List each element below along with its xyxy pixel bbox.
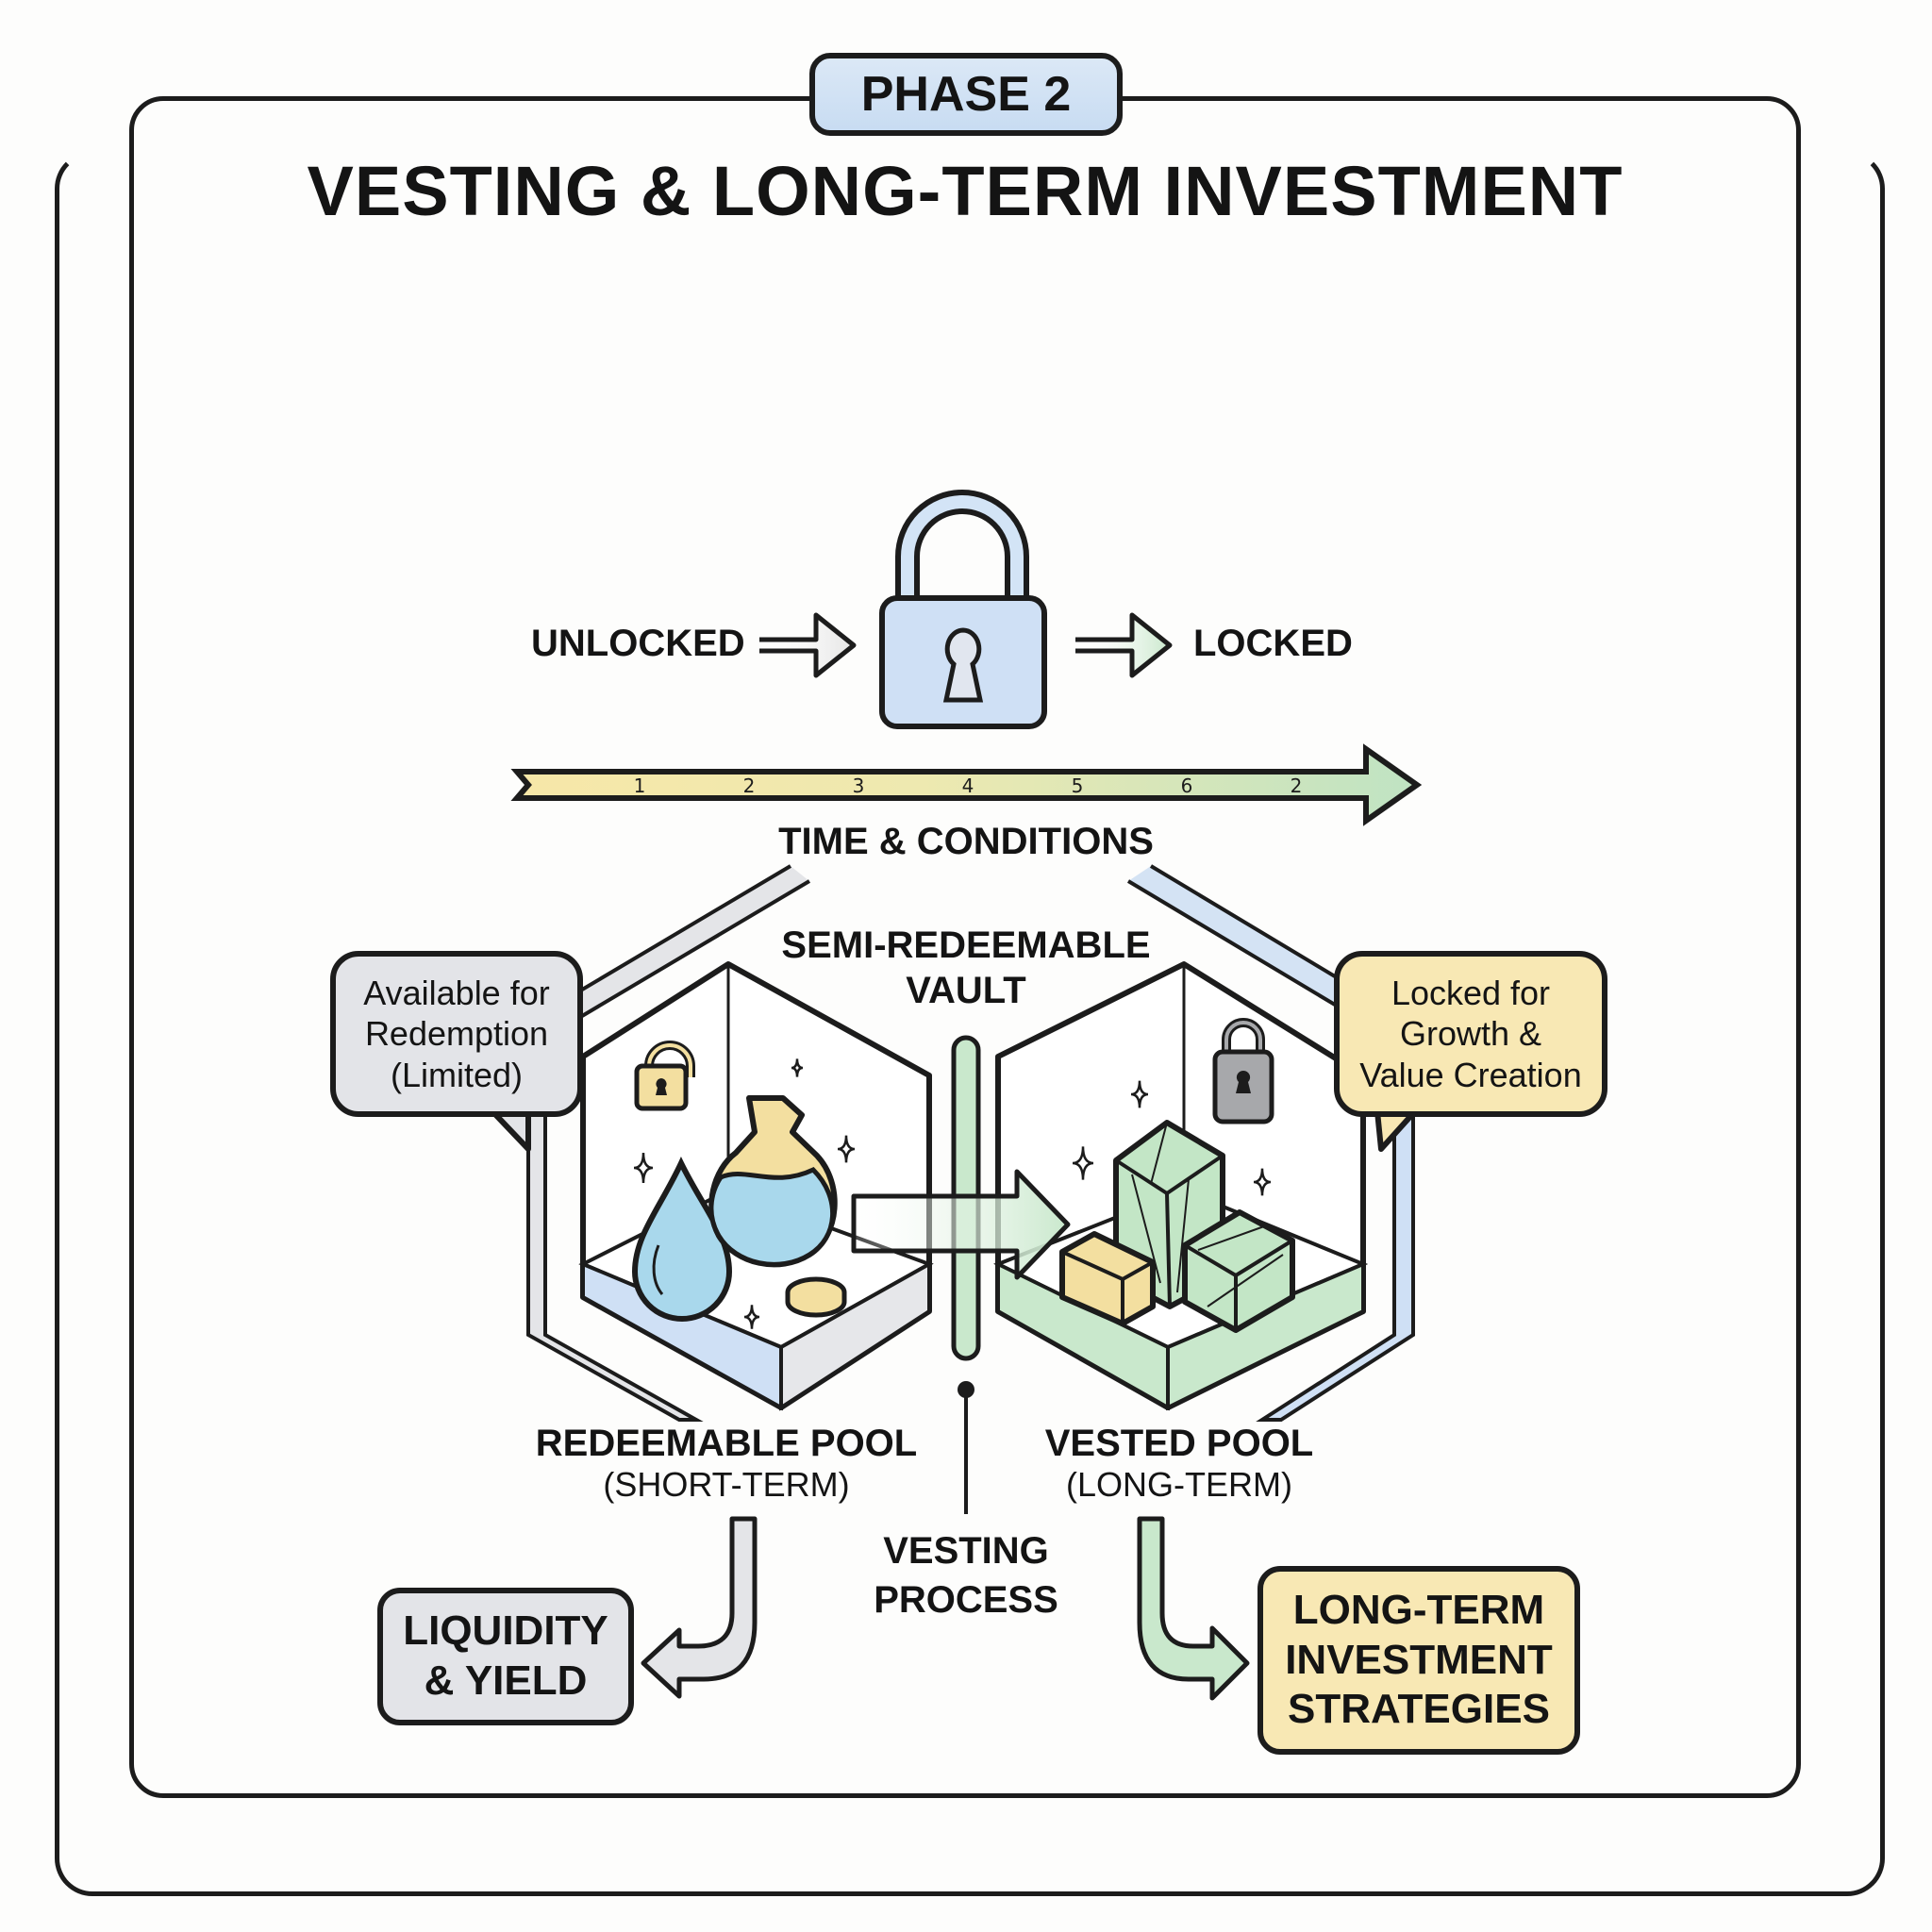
redemption-callout: Available for Redemption (Limited) bbox=[330, 951, 583, 1117]
vault-title-line2: VAULT bbox=[906, 970, 1026, 1011]
timeline-label: TIME & CONDITIONS bbox=[778, 821, 1154, 862]
vested-pool-name: VESTED POOL bbox=[1044, 1423, 1314, 1464]
padlock-icon bbox=[879, 490, 1047, 729]
gold-block-icon bbox=[1059, 1231, 1156, 1326]
flask-icon bbox=[708, 1095, 838, 1268]
vault-title-line1: SEMI-REDEEMABLE bbox=[781, 924, 1151, 966]
locked-padlock-icon bbox=[1212, 1018, 1274, 1124]
liquidity-flow-arrow bbox=[641, 1516, 758, 1699]
vault-title: SEMI-REDEEMABLE VAULT bbox=[730, 923, 1202, 1013]
timeline-tick: 5 bbox=[1072, 774, 1084, 797]
redeemable-pool-term: (SHORT-TERM) bbox=[603, 1465, 850, 1504]
gem-block-icon bbox=[1182, 1209, 1295, 1333]
sparkle-icon bbox=[1072, 1146, 1094, 1180]
sparkle-icon bbox=[837, 1135, 856, 1163]
vesting-divider bbox=[951, 1035, 981, 1514]
redeemable-pool-name: REDEEMABLE POOL bbox=[535, 1423, 918, 1464]
long-term-strategies-box: LONG-TERM INVESTMENT STRATEGIES bbox=[1257, 1566, 1580, 1755]
timeline-ticks: 1 2 3 4 5 6 2 bbox=[634, 774, 1303, 797]
locked-label: LOCKED bbox=[1193, 623, 1353, 664]
unlocked-padlock-icon bbox=[634, 1041, 695, 1111]
timeline-tick: 6 bbox=[1181, 774, 1193, 797]
growth-callout: Locked for Growth & Value Creation bbox=[1334, 951, 1607, 1117]
outer-frame bbox=[55, 151, 1885, 1896]
sparkle-icon bbox=[791, 1058, 804, 1077]
timeline-tick: 3 bbox=[853, 774, 865, 797]
vesting-process-label: VESTING PROCESS bbox=[824, 1526, 1108, 1624]
timeline-tick: 1 bbox=[634, 774, 646, 797]
phase-badge: PHASE 2 bbox=[809, 53, 1123, 136]
unlocked-label: UNLOCKED bbox=[531, 623, 745, 664]
liquidity-yield-box: LIQUIDITY & YIELD bbox=[377, 1588, 634, 1725]
timeline-tick: 2 bbox=[1291, 774, 1303, 797]
timeline-tick: 2 bbox=[743, 774, 756, 797]
sparkle-icon bbox=[743, 1305, 760, 1329]
timeline-tick: 4 bbox=[962, 774, 974, 797]
redeemable-pool-label: REDEEMABLE POOL (SHORT-TERM) bbox=[528, 1423, 924, 1505]
page-title: VESTING & LONG-TERM INVESTMENT bbox=[307, 152, 1624, 230]
coin-icon bbox=[785, 1276, 847, 1318]
unlocked-to-lock-arrow bbox=[759, 612, 857, 678]
vested-pool-label: VESTED POOL (LONG-TERM) bbox=[1000, 1423, 1358, 1505]
vesting-process-line1: VESTING bbox=[883, 1530, 1049, 1572]
lock-to-locked-arrow bbox=[1075, 612, 1173, 678]
investment-flow-arrow bbox=[1137, 1516, 1250, 1701]
transfer-arrow bbox=[851, 1169, 1071, 1280]
sparkle-icon bbox=[1253, 1168, 1272, 1196]
sparkle-icon bbox=[1130, 1080, 1149, 1108]
vested-pool-term: (LONG-TERM) bbox=[1066, 1465, 1292, 1504]
vesting-process-line2: PROCESS bbox=[874, 1579, 1058, 1621]
sparkle-icon bbox=[633, 1152, 654, 1184]
timeline-arrow bbox=[510, 743, 1423, 826]
sparkle-icons bbox=[633, 1058, 1272, 1329]
